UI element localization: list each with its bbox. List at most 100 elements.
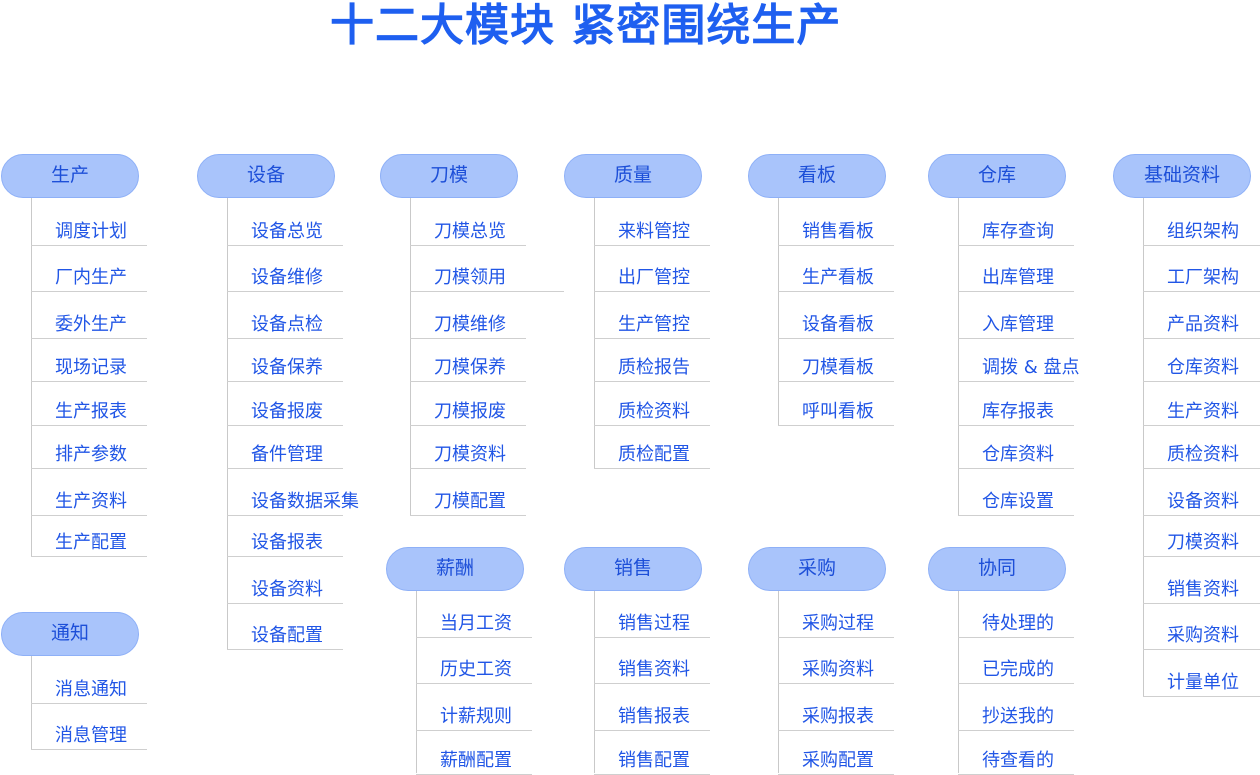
menu-item-purchasing[interactable]: 采购资料 xyxy=(778,638,894,684)
menu-item-equipment[interactable]: 设备点检 xyxy=(227,293,343,339)
menu-item-dashboard[interactable]: 销售看板 xyxy=(778,200,894,246)
menu-item-dashboard[interactable]: 刀模看板 xyxy=(778,336,894,382)
menu-item-quality[interactable]: 生产管控 xyxy=(594,293,710,339)
menu-item-label: 设备保养 xyxy=(251,357,323,378)
module-pill-warehouse[interactable]: 仓库 xyxy=(928,154,1066,198)
menu-item-warehouse[interactable]: 出库管理 xyxy=(958,246,1074,292)
menu-item-quality[interactable]: 来料管控 xyxy=(594,200,710,246)
menu-item-label: 来料管控 xyxy=(618,221,690,242)
menu-item-equipment[interactable]: 设备保养 xyxy=(227,336,343,382)
menu-item-sales[interactable]: 销售资料 xyxy=(594,638,710,684)
menu-item-quality[interactable]: 质检资料 xyxy=(594,380,710,426)
menu-item-tooling[interactable]: 刀模维修 xyxy=(410,293,526,339)
menu-item-quality[interactable]: 质检配置 xyxy=(594,423,710,469)
menu-item-collaboration[interactable]: 抄送我的 xyxy=(958,685,1074,731)
module-pill-equipment[interactable]: 设备 xyxy=(197,154,335,198)
menu-item-label: 仓库资料 xyxy=(1167,357,1239,378)
menu-item-collaboration[interactable]: 待查看的 xyxy=(958,729,1074,775)
menu-item-notification[interactable]: 消息通知 xyxy=(31,658,147,704)
menu-item-label: 库存报表 xyxy=(982,401,1054,422)
menu-item-collaboration[interactable]: 已完成的 xyxy=(958,638,1074,684)
menu-item-tooling[interactable]: 刀模总览 xyxy=(410,200,526,246)
menu-item-basic_data[interactable]: 产品资料 xyxy=(1143,293,1260,339)
menu-item-equipment[interactable]: 设备资料 xyxy=(227,558,343,604)
menu-item-equipment[interactable]: 设备配置 xyxy=(227,604,343,650)
menu-item-basic_data[interactable]: 质检资料 xyxy=(1143,423,1260,469)
menu-item-basic_data[interactable]: 销售资料 xyxy=(1143,558,1260,604)
menu-item-basic_data[interactable]: 刀模资料 xyxy=(1143,511,1260,557)
menu-item-sales[interactable]: 销售配置 xyxy=(594,729,710,775)
menu-item-production[interactable]: 厂内生产 xyxy=(31,246,147,292)
menu-item-tooling[interactable]: 刀模配置 xyxy=(410,470,526,516)
menu-item-production[interactable]: 委外生产 xyxy=(31,293,147,339)
menu-item-production[interactable]: 调度计划 xyxy=(31,200,147,246)
module-pill-dashboard[interactable]: 看板 xyxy=(748,154,886,198)
menu-item-basic_data[interactable]: 生产资料 xyxy=(1143,380,1260,426)
menu-item-purchasing[interactable]: 采购配置 xyxy=(778,729,894,775)
menu-item-label: 出厂管控 xyxy=(618,267,690,288)
menu-item-label: 设备资料 xyxy=(251,579,323,600)
module-pill-collaboration[interactable]: 协同 xyxy=(928,547,1066,591)
menu-item-equipment[interactable]: 设备报表 xyxy=(227,511,343,557)
menu-item-production[interactable]: 生产配置 xyxy=(31,511,147,557)
menu-item-tooling[interactable]: 刀模领用 xyxy=(410,246,564,292)
module-pill-sales[interactable]: 销售 xyxy=(564,547,702,591)
menu-item-equipment[interactable]: 设备维修 xyxy=(227,246,343,292)
menu-item-production[interactable]: 排产参数 xyxy=(31,423,147,469)
menu-item-dashboard[interactable]: 呼叫看板 xyxy=(778,380,894,426)
menu-item-quality[interactable]: 质检报告 xyxy=(594,336,710,382)
module-pill-purchasing[interactable]: 采购 xyxy=(748,547,886,591)
module-pill-salary[interactable]: 薪酬 xyxy=(386,547,524,591)
module-pill-tooling[interactable]: 刀模 xyxy=(380,154,518,198)
menu-item-label: 计量单位 xyxy=(1167,672,1239,693)
menu-item-tooling[interactable]: 刀模报废 xyxy=(410,380,526,426)
menu-item-salary[interactable]: 薪酬配置 xyxy=(416,729,532,775)
module-pill-notification[interactable]: 通知 xyxy=(1,612,139,656)
menu-item-label: 呼叫看板 xyxy=(802,401,874,422)
menu-item-tooling[interactable]: 刀模保养 xyxy=(410,336,526,382)
menu-item-equipment[interactable]: 备件管理 xyxy=(227,423,343,469)
menu-item-label: 计薪规则 xyxy=(440,706,512,727)
menu-item-equipment[interactable]: 设备总览 xyxy=(227,200,343,246)
menu-item-purchasing[interactable]: 采购报表 xyxy=(778,685,894,731)
module-pill-basic_data[interactable]: 基础资料 xyxy=(1113,154,1251,198)
menu-item-label: 刀模配置 xyxy=(434,491,506,512)
menu-item-warehouse[interactable]: 库存查询 xyxy=(958,200,1074,246)
menu-item-production[interactable]: 生产资料 xyxy=(31,470,147,516)
menu-item-production[interactable]: 生产报表 xyxy=(31,380,147,426)
menu-item-basic_data[interactable]: 仓库资料 xyxy=(1143,336,1260,382)
menu-item-equipment[interactable]: 设备数据采集 xyxy=(227,470,359,516)
menu-item-production[interactable]: 现场记录 xyxy=(31,336,147,382)
menu-item-label: 待查看的 xyxy=(982,750,1054,771)
menu-item-notification[interactable]: 消息管理 xyxy=(31,704,147,750)
menu-item-sales[interactable]: 销售过程 xyxy=(594,592,710,638)
menu-item-label: 消息通知 xyxy=(55,679,127,700)
menu-item-basic_data[interactable]: 工厂架构 xyxy=(1143,246,1260,292)
menu-item-sales[interactable]: 销售报表 xyxy=(594,685,710,731)
menu-item-collaboration[interactable]: 待处理的 xyxy=(958,592,1074,638)
menu-item-basic_data[interactable]: 组织架构 xyxy=(1143,200,1260,246)
menu-item-dashboard[interactable]: 设备看板 xyxy=(778,293,894,339)
menu-item-warehouse[interactable]: 入库管理 xyxy=(958,293,1074,339)
module-pill-production[interactable]: 生产 xyxy=(1,154,139,198)
menu-item-quality[interactable]: 出厂管控 xyxy=(594,246,710,292)
menu-item-warehouse[interactable]: 库存报表 xyxy=(958,380,1074,426)
menu-item-basic_data[interactable]: 采购资料 xyxy=(1143,604,1260,650)
menu-item-label: 仓库设置 xyxy=(982,491,1054,512)
menu-item-equipment[interactable]: 设备报废 xyxy=(227,380,343,426)
menu-item-label: 调度计划 xyxy=(55,221,127,242)
menu-item-warehouse[interactable]: 仓库设置 xyxy=(958,470,1074,516)
menu-item-label: 库存查询 xyxy=(982,221,1054,242)
menu-item-basic_data[interactable]: 设备资料 xyxy=(1143,470,1260,516)
menu-item-warehouse[interactable]: 调拨 & 盘点 xyxy=(958,336,1079,382)
menu-item-purchasing[interactable]: 采购过程 xyxy=(778,592,894,638)
menu-item-basic_data[interactable]: 计量单位 xyxy=(1143,651,1260,697)
menu-item-salary[interactable]: 计薪规则 xyxy=(416,685,532,731)
menu-item-warehouse[interactable]: 仓库资料 xyxy=(958,423,1074,469)
menu-item-dashboard[interactable]: 生产看板 xyxy=(778,246,894,292)
menu-item-salary[interactable]: 历史工资 xyxy=(416,638,532,684)
module-pill-quality[interactable]: 质量 xyxy=(564,154,702,198)
menu-item-label: 刀模维修 xyxy=(434,314,506,335)
menu-item-tooling[interactable]: 刀模资料 xyxy=(410,423,526,469)
menu-item-salary[interactable]: 当月工资 xyxy=(416,592,532,638)
